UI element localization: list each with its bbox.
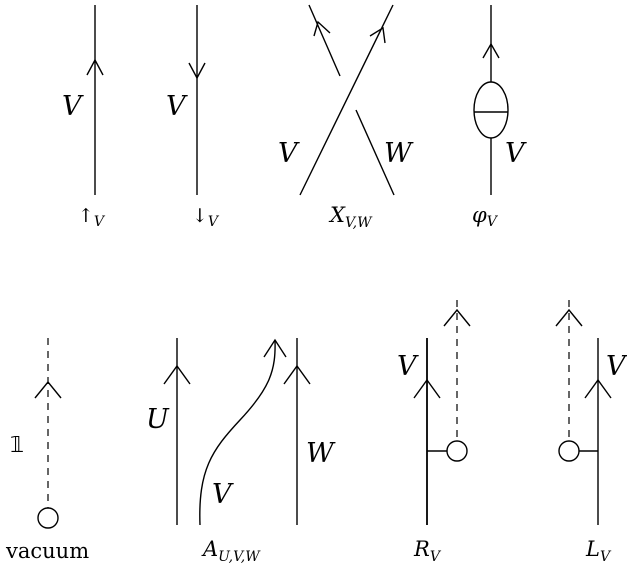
vacuum-circle [37, 507, 59, 529]
up-arrow-icon [584, 378, 612, 399]
crossing-diagram: V W XV,W [278, 4, 414, 231]
unit-label: 𝟙 [10, 433, 24, 458]
up-arrow-icon [86, 58, 104, 76]
up-arrow-icon [283, 364, 311, 385]
strand-label-w: W [306, 438, 336, 469]
over-strand [299, 4, 394, 196]
caption: AU,V,W [201, 537, 261, 565]
up-arrow-icon [369, 26, 386, 44]
up-arrow-icon [163, 364, 191, 385]
up-arrow-icon [34, 380, 62, 399]
strand-label: V [166, 91, 188, 122]
up-arrow-icon [313, 20, 331, 37]
caption: ↑V [78, 205, 106, 230]
up-arrow-icon [263, 338, 287, 358]
up-arrow-icon [413, 378, 441, 399]
strand-label-u: U [146, 404, 170, 435]
strand-label-v: V [212, 479, 234, 510]
strand-label: V [505, 138, 527, 169]
caption: XV,W [328, 203, 373, 231]
caption: φV [472, 203, 499, 230]
caption: RV [413, 537, 442, 565]
strand-label-left: V [278, 138, 300, 169]
caption: ↓V [192, 205, 220, 230]
up-arrow-icon [555, 308, 583, 327]
right-unitor-diagram: V RV [397, 300, 471, 565]
up-arrow-icon [482, 42, 500, 59]
strand-label: V [62, 91, 84, 122]
caption: vacuum [5, 539, 89, 563]
caption: LV [585, 537, 612, 565]
vacuum-circle [446, 440, 468, 462]
strand-v [199, 339, 276, 526]
strand-label-right: W [384, 138, 414, 169]
strand-label: V [606, 351, 627, 382]
down-strand-diagram: V ↓V [166, 5, 220, 230]
down-arrow-icon [188, 62, 206, 80]
under-strand-top [308, 4, 341, 77]
vacuum-diagram: 𝟙 vacuum [5, 338, 89, 563]
up-arrow-icon [443, 308, 471, 327]
strand-label: V [397, 351, 419, 382]
coupon-ellipse [473, 81, 509, 139]
up-strand-diagram: V ↑V [62, 5, 106, 230]
morphism-diagram: V φV [472, 5, 527, 230]
associator-diagram: U V W AU,V,W [146, 338, 336, 565]
under-strand-bottom [355, 109, 395, 196]
vacuum-circle [558, 440, 580, 462]
left-unitor-diagram: V LV [555, 300, 627, 565]
